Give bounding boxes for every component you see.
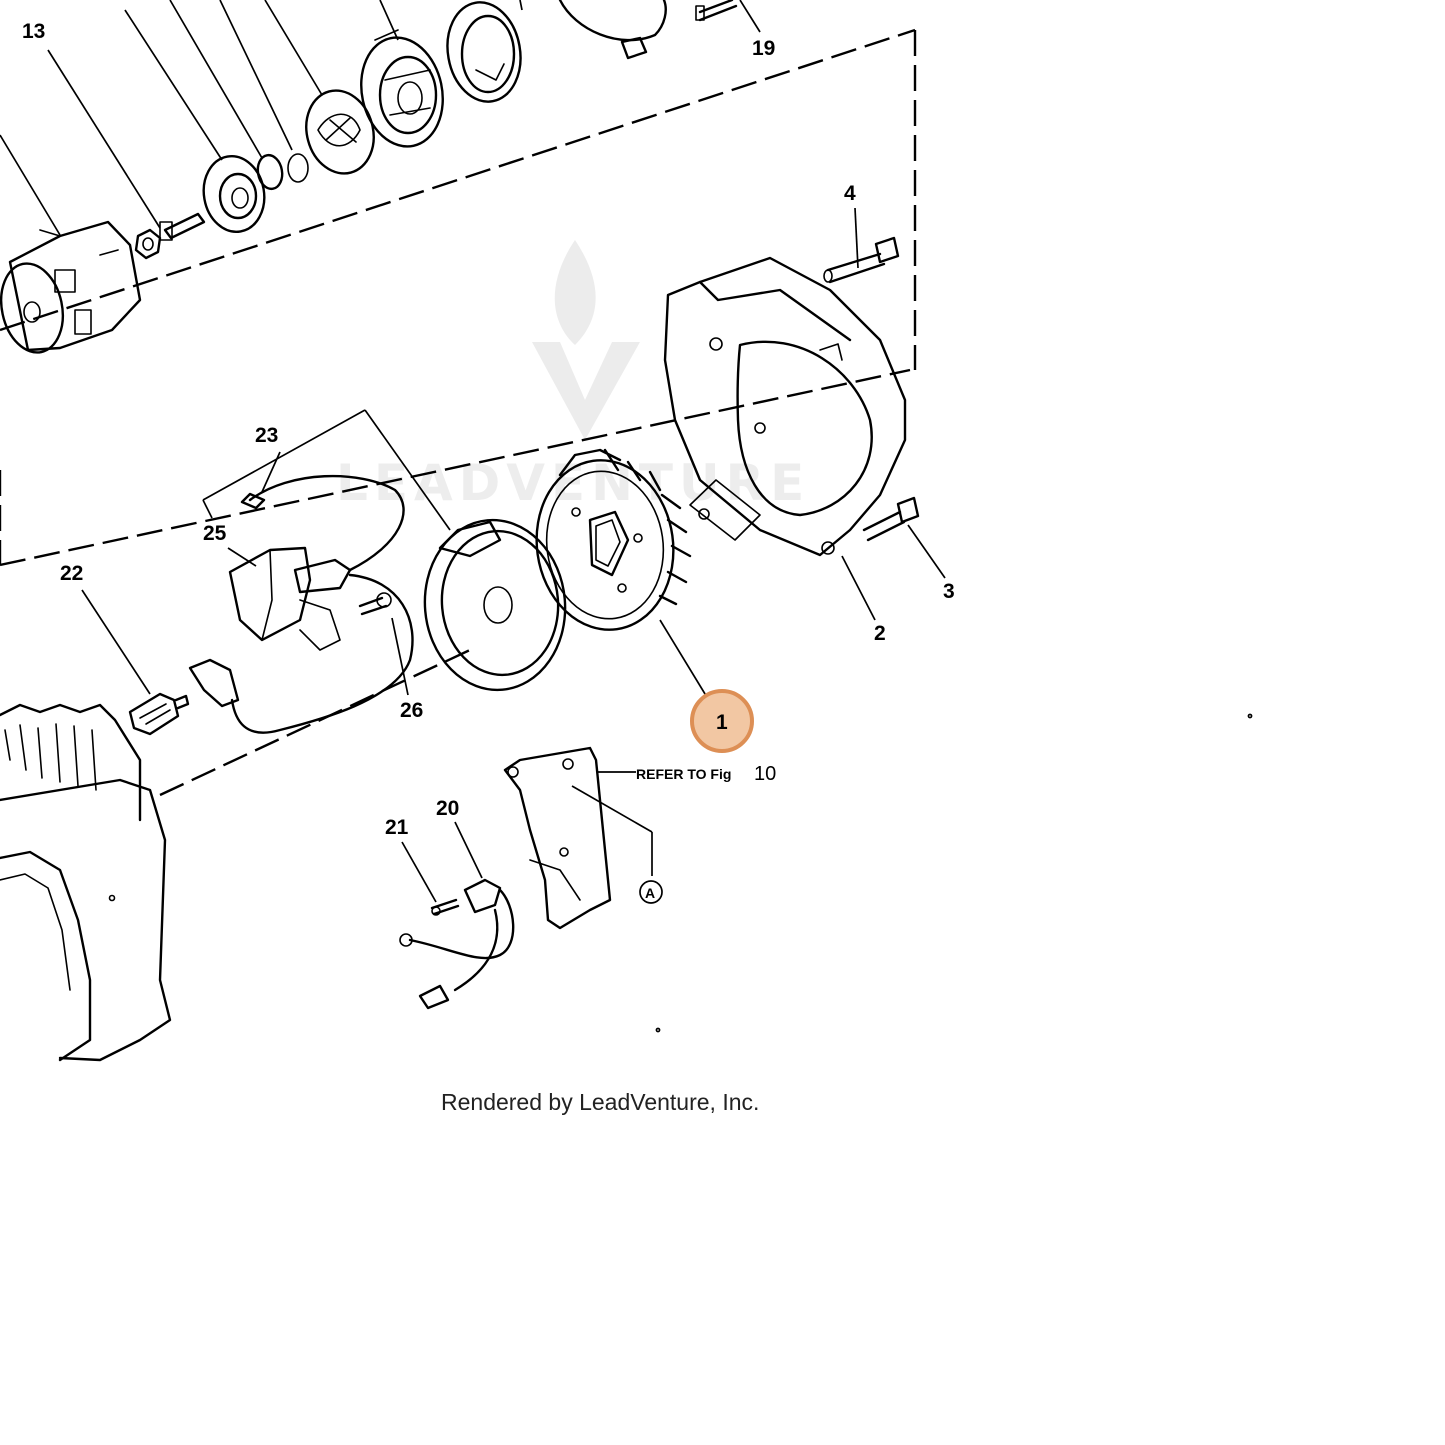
marker-a: A	[639, 880, 663, 904]
ignition-bracket	[503, 746, 612, 930]
ignition-coil-25	[228, 546, 352, 651]
marker-a-label: A	[645, 885, 655, 901]
callout-2[interactable]: 2	[874, 622, 886, 645]
bolt-3	[862, 496, 920, 542]
bolt-19	[695, 0, 738, 22]
callout-20[interactable]: 20	[436, 797, 459, 820]
screw-21	[430, 898, 460, 916]
pickup-20	[399, 878, 515, 1010]
flywheel	[535, 448, 692, 631]
washer-ring	[256, 153, 309, 191]
callout-22[interactable]: 22	[60, 562, 83, 585]
bolt-4	[823, 236, 900, 284]
magneto-ring	[423, 518, 567, 692]
watermark-text: LEADVENTURE	[336, 454, 810, 512]
recoil-spring	[446, 1, 522, 103]
callout-4[interactable]: 4	[844, 182, 856, 205]
leader-lines	[0, 0, 946, 903]
screw-26	[358, 592, 392, 616]
stray-dot	[655, 1027, 661, 1033]
plug-wire	[188, 573, 414, 734]
pulley-disc	[202, 155, 266, 233]
callout-23[interactable]: 23	[255, 424, 278, 447]
ignition-wire-23	[240, 474, 405, 572]
nut-and-bolt-13	[134, 212, 206, 260]
reference-note-text: REFER TO Fig	[636, 766, 731, 782]
starter-housing-edge	[558, 0, 667, 60]
callout-1[interactable]: 1	[716, 711, 728, 734]
highlight-circle	[690, 689, 754, 753]
callout-3[interactable]: 3	[943, 580, 955, 603]
fan-housing	[663, 256, 907, 557]
spark-plug-22	[128, 692, 190, 736]
reference-figure-number: 10	[754, 763, 776, 785]
callout-19[interactable]: 19	[752, 37, 775, 60]
recoil-starter-cup	[0, 220, 142, 354]
callout-labels: 13 19 4 23 25 22 26 3 2 1 21 20	[22, 20, 955, 839]
ratchet-plate	[305, 89, 375, 175]
assembly-frame-lines	[0, 28, 917, 797]
stray-dot	[1247, 713, 1253, 719]
callout-13[interactable]: 13	[22, 20, 45, 43]
callout-25[interactable]: 25	[203, 522, 227, 545]
starter-reel	[360, 29, 444, 148]
footer-credit: Rendered by LeadVenture, Inc.	[441, 1089, 759, 1115]
engine-crankcase	[0, 703, 172, 1062]
reference-note: REFER TO Fig 10	[636, 763, 776, 785]
callout-21[interactable]: 21	[385, 816, 409, 839]
callout-26[interactable]: 26	[400, 699, 423, 722]
